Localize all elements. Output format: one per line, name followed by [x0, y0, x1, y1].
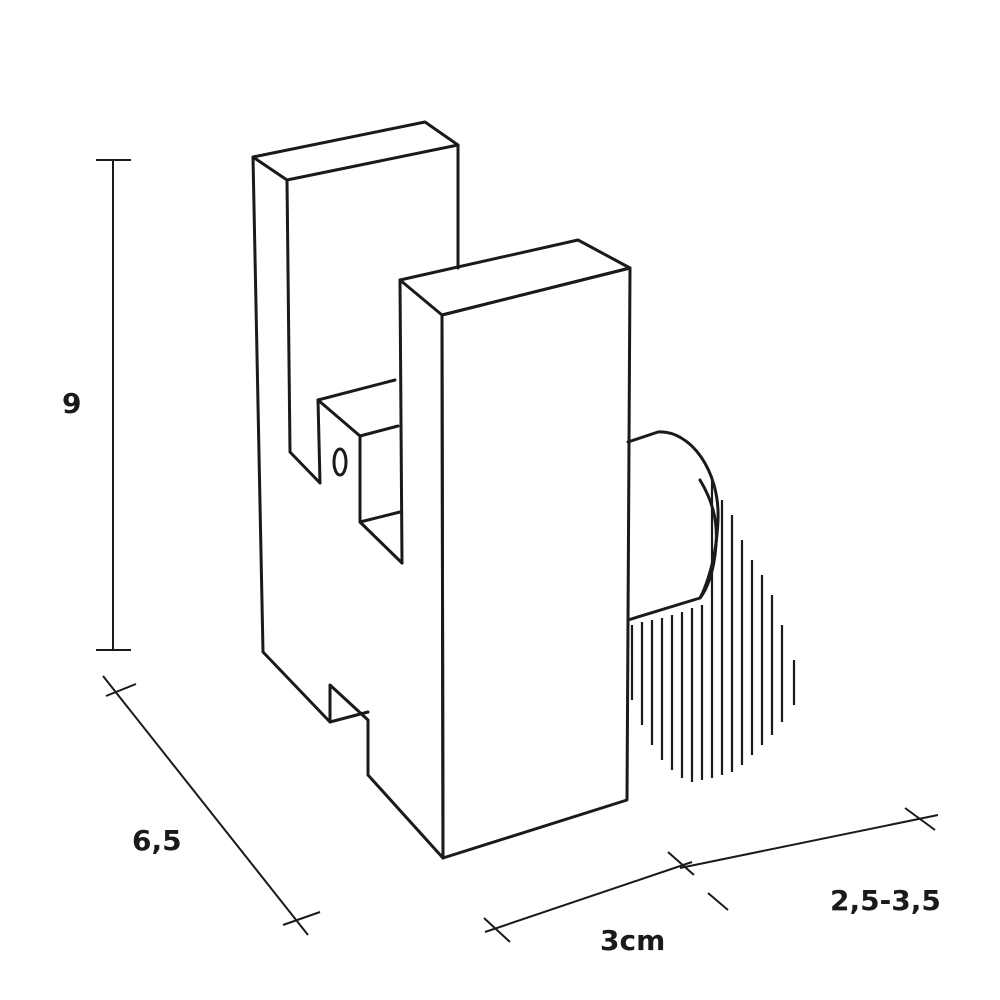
- cylinder-pin: [626, 430, 720, 622]
- screw-hole-icon: [332, 447, 348, 477]
- depth-dimension-line: [102, 675, 321, 936]
- front-block: [398, 238, 632, 860]
- width-dimension-line: [483, 851, 695, 943]
- width-label: 3cm: [600, 924, 666, 957]
- height-dimension-line: [96, 159, 131, 651]
- back-block: [251, 120, 460, 860]
- clamp-range-dimension-line: [679, 807, 939, 911]
- height-label: 9: [62, 387, 82, 420]
- clamp-range-label: 2,5-3,5: [830, 884, 941, 917]
- hatching: [630, 480, 796, 782]
- depth-label: 6,5: [132, 824, 182, 857]
